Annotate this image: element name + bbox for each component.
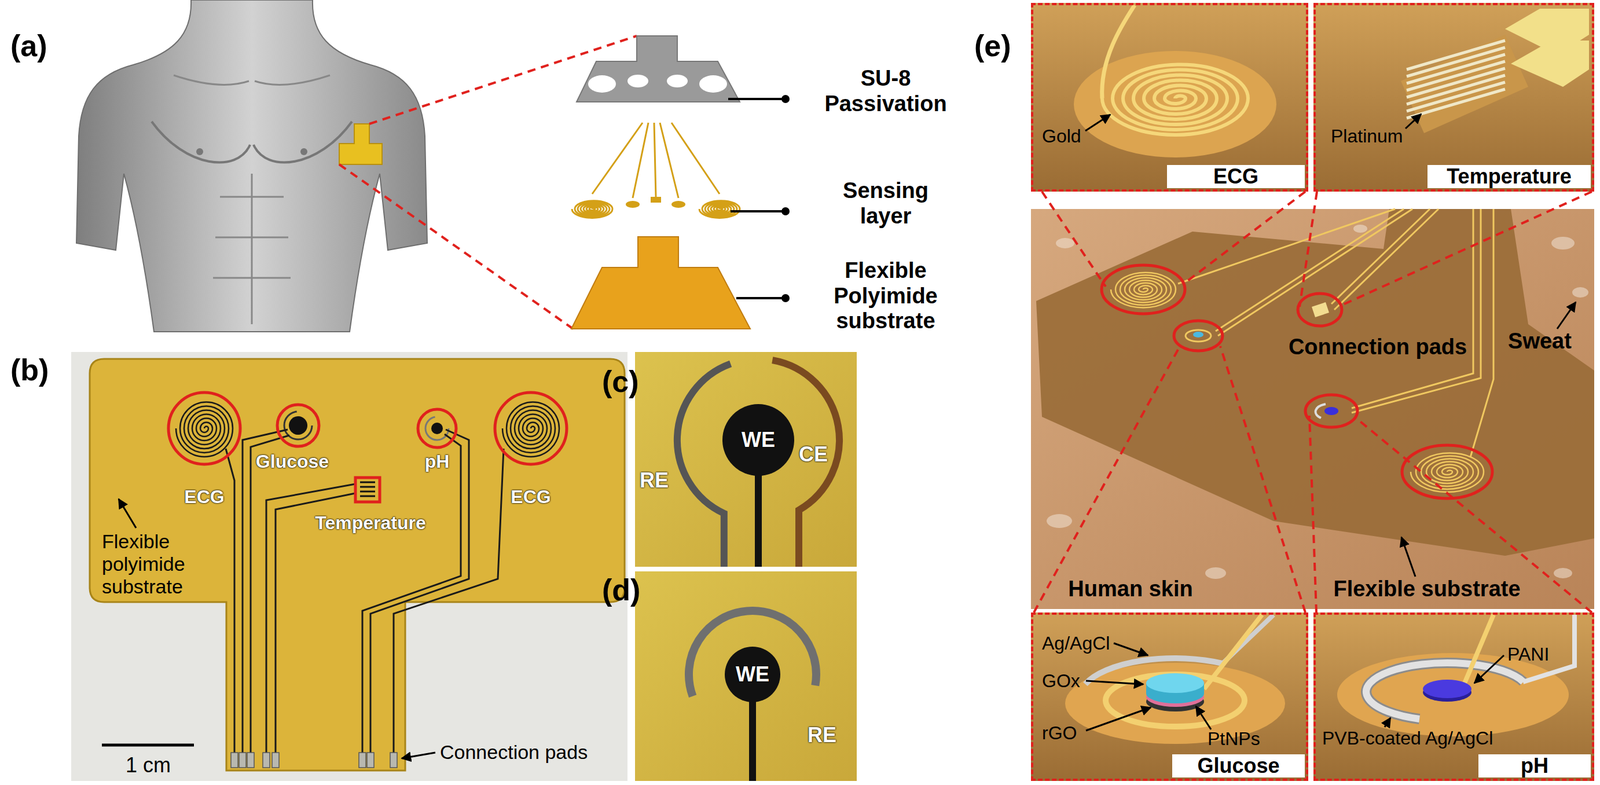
sensor-label: Glucose <box>255 450 329 473</box>
electrode-label: CE <box>798 442 828 466</box>
glucose-electrode-photo <box>635 351 857 567</box>
callout-label: Platinum <box>1330 125 1404 148</box>
torso-illustration <box>76 0 637 332</box>
inset-panel: PlatinumTemperature <box>1313 2 1595 192</box>
layer-label: Flexible Polyimide substrate <box>820 258 952 335</box>
callout-label: PtNPs <box>1207 728 1261 750</box>
inset-caption: Glucose <box>1172 754 1305 778</box>
panel-letter: (c) <box>602 364 640 400</box>
zoom-leaders <box>1033 191 1592 613</box>
sensor-label: Temperature <box>314 512 426 534</box>
scene-label: Human skin <box>1068 576 1193 603</box>
panel-letter: (e) <box>974 28 1012 64</box>
callout-label: PVB-coated Ag/AgCl <box>1322 727 1493 750</box>
sensor-label: pH <box>424 450 450 473</box>
callout-label: Ag/AgCl <box>1041 632 1110 655</box>
callout-label: PANI <box>1507 643 1550 666</box>
sensor-photo <box>71 351 628 781</box>
inset-caption: ECG <box>1167 164 1305 189</box>
sensor-label: ECG <box>184 486 225 508</box>
pad-label: Connection pads <box>439 740 588 764</box>
ph-inset-art <box>1313 612 1595 781</box>
panel-letter: (d) <box>602 573 641 608</box>
scene-label: Connection pads <box>1288 334 1467 361</box>
panel-letter: (a) <box>10 28 48 64</box>
inset-caption: pH <box>1478 754 1591 778</box>
layer-label: SU-8 Passivation <box>820 65 952 117</box>
scale-label: 1 cm <box>125 753 171 777</box>
electrode-label: WE <box>741 427 776 452</box>
callout-label: Gold <box>1041 125 1082 148</box>
layer-label: Sensing layer <box>820 178 952 229</box>
inset-panel: Ag/AgClGOx rGO PtNPsGlucose <box>1030 612 1309 781</box>
callout-label: GOx <box>1041 670 1081 692</box>
electrode-label: RE <box>639 468 669 493</box>
electrode-label: RE <box>807 723 837 747</box>
electrode-label: WE <box>735 662 770 686</box>
callout-label: rGO <box>1041 722 1077 744</box>
glucose-inset-art <box>1030 612 1309 781</box>
scene-label: Sweat <box>1507 328 1572 355</box>
panel-letter: (b) <box>10 353 49 388</box>
substrate-label: Flexible polyimide substrate <box>101 530 212 598</box>
sensor-label: ECG <box>510 486 551 508</box>
skin-scene <box>1030 208 1595 609</box>
inset-panel: PANI PVB-coated Ag/AgCl pH <box>1313 612 1595 781</box>
ph-electrode-photo <box>635 571 857 781</box>
exploded-layers <box>571 35 790 329</box>
scene-label: Flexible substrate <box>1333 576 1521 603</box>
inset-panel: GoldECG <box>1030 2 1309 192</box>
inset-caption: Temperature <box>1427 164 1591 189</box>
ecg-inset-art <box>1030 2 1309 192</box>
temperature-inset-art <box>1313 2 1595 192</box>
